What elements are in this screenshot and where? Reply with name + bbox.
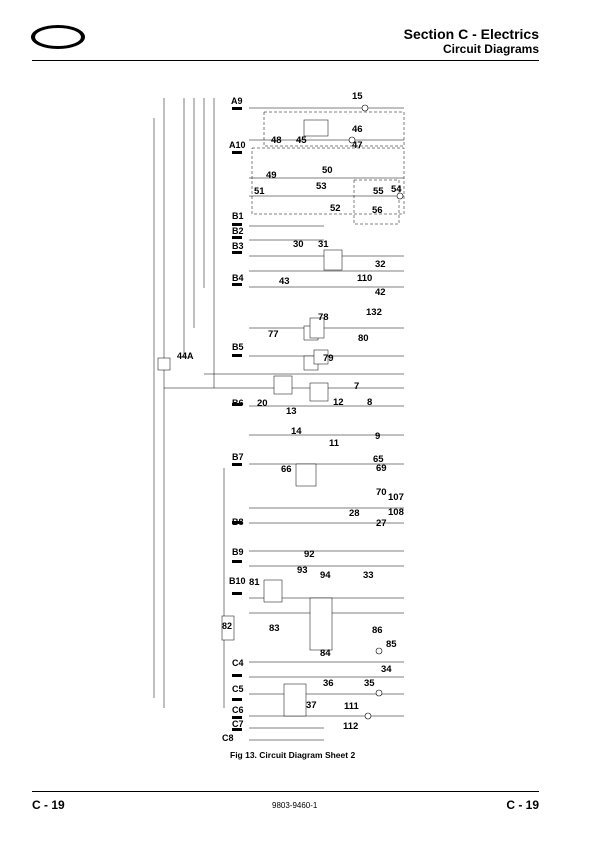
document-number: 9803-9460-1	[272, 801, 318, 810]
component-number: 107	[388, 492, 404, 503]
component-number: 94	[320, 570, 331, 581]
connector-label: 44A	[177, 351, 194, 361]
connector-label: B7	[232, 452, 244, 462]
component-number: 37	[306, 700, 317, 711]
component-number: 80	[358, 333, 369, 344]
component-number: 53	[316, 181, 327, 192]
component-number: 14	[291, 426, 302, 437]
connector-label: B1	[232, 211, 244, 221]
connector-label: B10	[229, 576, 246, 586]
component-number: 55	[373, 186, 384, 197]
connector-label: C6	[232, 705, 244, 715]
component-number: 8	[367, 397, 373, 408]
component-number: 79	[323, 353, 334, 364]
footer-divider	[32, 791, 539, 792]
component-number: 46	[352, 124, 363, 135]
figure-caption: Fig 13. Circuit Diagram Sheet 2	[230, 750, 356, 760]
component-number: 36	[323, 678, 334, 689]
component-number: 54	[391, 184, 402, 195]
connector-label: C7	[232, 719, 244, 729]
component-number: 93	[297, 565, 308, 576]
component-number: 86	[372, 625, 383, 636]
component-number: 78	[318, 312, 329, 323]
component-number: 110	[357, 273, 373, 284]
component-number: 83	[269, 623, 280, 634]
component-number: 48	[271, 135, 282, 146]
component-number: 49	[266, 170, 277, 181]
component-number: 31	[318, 239, 329, 250]
connector-label: B2	[232, 226, 244, 236]
component-number: 42	[375, 287, 386, 298]
component-number: 132	[366, 307, 382, 318]
component-number: 108	[388, 507, 404, 518]
component-number: 20	[257, 398, 268, 409]
component-number: 111	[344, 701, 359, 712]
component-number: 56	[372, 205, 383, 216]
component-number: 15	[352, 91, 363, 102]
component-number: 30	[293, 239, 304, 250]
connector-label: B3	[232, 241, 244, 251]
connector-label: 82	[222, 621, 233, 631]
section-subtitle: Circuit Diagrams	[442, 42, 539, 56]
component-number: 33	[363, 570, 374, 581]
component-number: 35	[364, 678, 375, 689]
connector-label: B8	[232, 517, 244, 527]
component-number: 52	[330, 203, 341, 214]
component-number: 11	[329, 438, 340, 449]
component-number: 66	[281, 464, 292, 475]
page-number-right: C - 19	[506, 798, 539, 812]
connector-label: B6	[232, 398, 244, 408]
connector-label: B5	[232, 342, 244, 352]
component-number: 45	[296, 135, 307, 146]
connector-label: A10	[229, 140, 246, 150]
component-number: 34	[381, 664, 392, 675]
component-number: 51	[254, 186, 265, 197]
circuit-diagram	[153, 98, 405, 741]
component-number: 9	[375, 431, 381, 442]
component-number: 7	[354, 381, 360, 392]
component-number: 27	[376, 518, 387, 529]
connector-label: B9	[232, 547, 244, 557]
component-number: 13	[286, 406, 297, 417]
component-number: 84	[320, 648, 331, 659]
connector-label: C5	[232, 684, 244, 694]
connector-label: A9	[231, 96, 243, 106]
component-number: 70	[376, 487, 387, 498]
page-number-left: C - 19	[32, 798, 65, 812]
component-number: 28	[349, 508, 360, 519]
header-divider	[32, 60, 539, 61]
component-number: 65	[373, 454, 384, 465]
component-number: 32	[375, 259, 386, 270]
component-number: 47	[352, 140, 363, 151]
component-number: 92	[304, 549, 315, 560]
connector-label: C4	[232, 658, 244, 668]
jcb-logo	[31, 25, 85, 49]
section-title: Section C - Electrics	[403, 26, 539, 42]
component-number: 85	[386, 639, 397, 650]
component-number: 81	[249, 577, 260, 588]
component-number: 77	[268, 329, 279, 340]
component-number: 43	[279, 276, 290, 287]
component-number: 69	[376, 463, 387, 474]
connector-label: B4	[232, 273, 244, 283]
component-number: 112	[343, 721, 359, 732]
component-number: 50	[322, 165, 333, 176]
component-number: 12	[333, 397, 344, 408]
connector-label: C8	[222, 733, 234, 743]
